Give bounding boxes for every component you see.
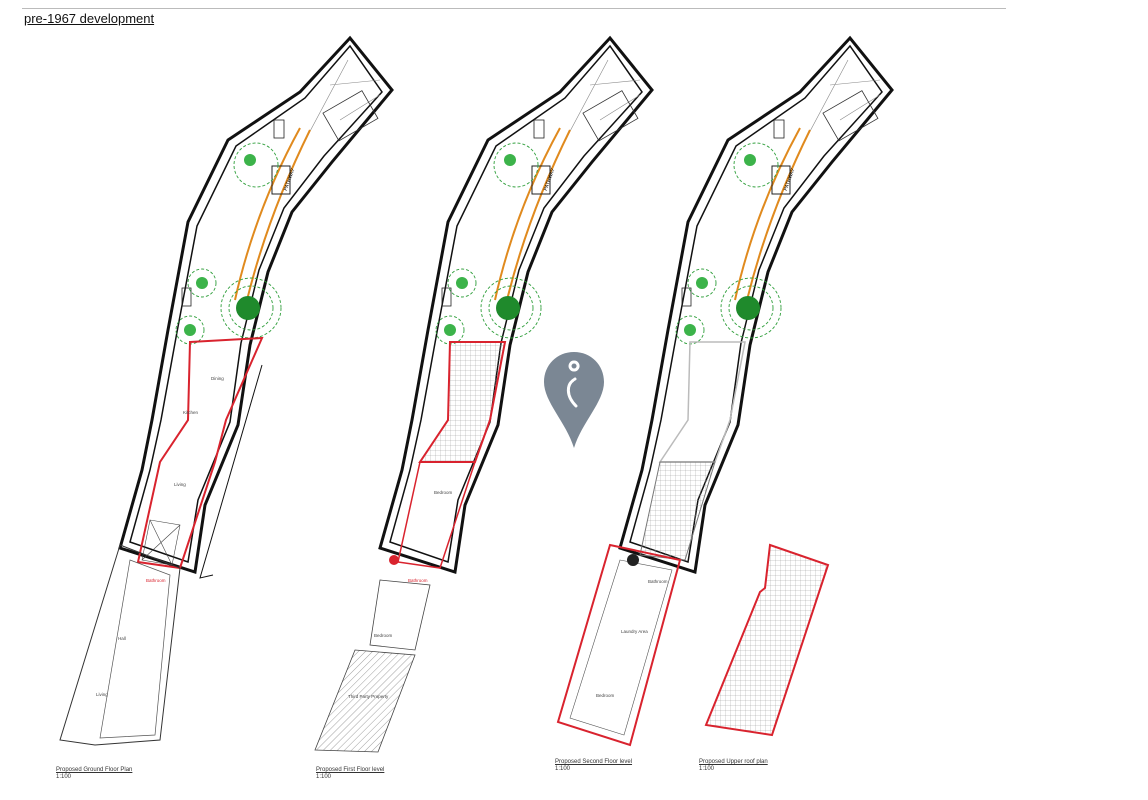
room-label: Hall <box>118 636 126 641</box>
divider <box>22 8 1006 9</box>
room-label: Living <box>96 692 108 697</box>
room-label: Bathroom <box>146 578 166 583</box>
room-label: Bedroom <box>374 633 393 638</box>
room-label: Dining <box>211 376 224 381</box>
plan-second-floor: Bathroom Laundry Area Bedroom PATHWAY <box>556 36 894 747</box>
plan-ground-floor: Dining Kitchen Living Bathroom Hall Livi… <box>59 36 394 746</box>
room-label: Bedroom <box>434 490 453 495</box>
room-label: Third Party Property <box>348 694 389 699</box>
pathway-label: PATHWAY <box>783 167 797 192</box>
room-label: Bathroom <box>648 579 668 584</box>
room-label: Kitchen <box>183 410 199 415</box>
map-pin-icon[interactable] <box>544 352 604 448</box>
pathway-label: PATHWAY <box>283 167 297 192</box>
room-label: Living <box>174 482 186 487</box>
room-label: Bedroom <box>596 693 615 698</box>
room-label: Laundry Area <box>621 629 648 634</box>
page-title: pre-1967 development <box>24 11 155 26</box>
plan-first-floor: Bedroom Bathroom Bedroom Third Party Pro… <box>314 36 654 753</box>
room-label: Bathroom <box>408 578 428 583</box>
pathway-label: PATHWAY <box>543 167 557 192</box>
plan-upper-roof <box>704 543 830 737</box>
